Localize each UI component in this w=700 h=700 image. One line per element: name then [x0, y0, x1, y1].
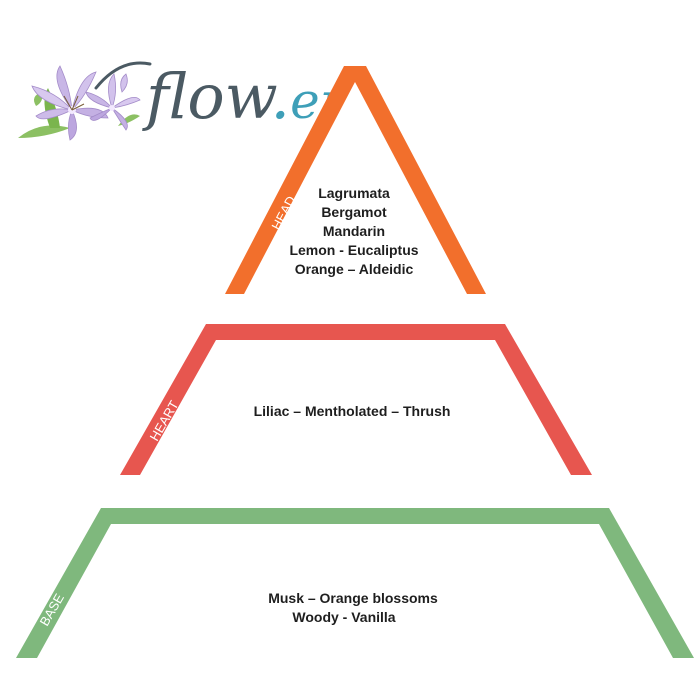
- brand-swash: [94, 61, 152, 90]
- heart-notes: Liliac – Mentholated – Thrush: [232, 402, 472, 421]
- heart-tier-frame: [120, 324, 592, 475]
- base-tier: BASE: [16, 508, 694, 658]
- head-note: Lemon - Eucaliptus: [289, 242, 419, 258]
- lily-flower-icon: [18, 65, 141, 141]
- head-tier-frame: [225, 66, 486, 294]
- head-note: Mandarin: [322, 223, 386, 239]
- heart-note: Liliac – Mentholated – Thrush: [253, 403, 451, 419]
- base-tier-frame: [16, 508, 694, 658]
- head-notes: Lagrumata Bergamot Mandarin Lemon - Euca…: [274, 184, 434, 279]
- head-note: Orange – Aldeidic: [294, 261, 414, 277]
- heart-tier: HEART: [120, 324, 592, 475]
- base-notes: Musk – Orange blossoms Woody - Vanilla: [248, 589, 458, 627]
- base-note: Musk – Orange blossoms: [268, 590, 438, 606]
- head-note: Bergamot: [321, 204, 387, 220]
- brand-logo: flow.er: [94, 60, 347, 133]
- head-note: Lagrumata: [318, 185, 390, 201]
- base-note: Woody - Vanilla: [292, 609, 396, 625]
